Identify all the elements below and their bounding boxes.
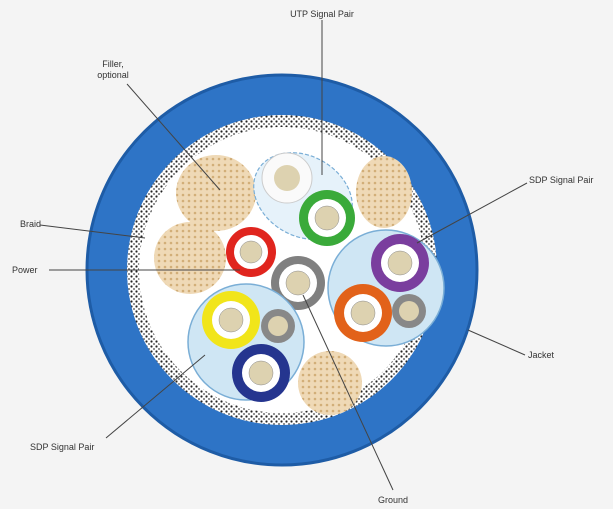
ground-wire [271,256,325,310]
filler-top-right [356,156,412,228]
filler-bottom [298,351,362,415]
leader-filler [126,83,221,191]
filler-left [154,222,226,294]
sdp-left-drain-wire [261,309,295,343]
label-ground: Ground [378,495,408,505]
sdp-right-wire-purple [371,234,429,292]
leader-ground [302,294,394,491]
label-utp-signal-pair: UTP Signal Pair [290,9,354,19]
utp-wire-white [261,152,313,204]
sdp-right-wire-orange [334,284,392,342]
label-jacket: Jacket [528,350,555,360]
leader-jacket [467,329,526,356]
sdp-right-drain-wire [392,294,426,328]
sdp-left-wire-yellow [202,291,260,349]
label-sdp-signal-pair-right: SDP Signal Pair [529,175,593,185]
label-braid: Braid [20,219,41,229]
label-power: Power [12,265,38,275]
label-filler-line2: optional [97,70,129,80]
leader-braid [39,224,146,239]
sdp-left-wire-navy [232,344,290,402]
utp-wire-green [299,190,355,246]
leader-sdp-right [416,182,528,244]
power-wire [226,227,276,277]
label-filler-line1: Filler, [102,59,124,69]
label-sdp-signal-pair-left: SDP Signal Pair [30,442,94,452]
filler-top-left [176,155,256,231]
leader-sdp-left [105,354,206,439]
